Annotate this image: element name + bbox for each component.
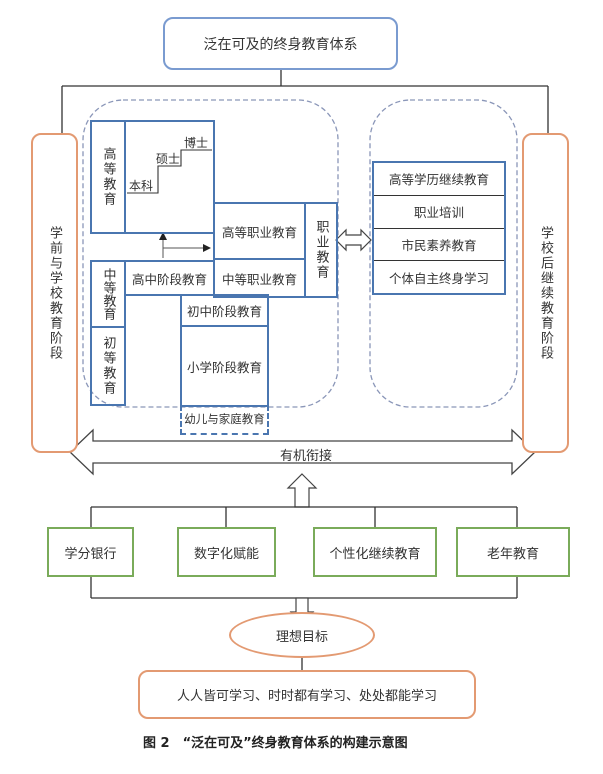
junior-high-cell: 初中阶段教育: [180, 294, 269, 327]
higher-vocational-cell: 高等职业教育: [213, 202, 306, 260]
goal-label: 理想目标: [275, 629, 328, 645]
connection-label: 有机衔接: [280, 449, 333, 464]
goal-text: 人人皆可学习、时时都有学习、处处都能学习: [176, 689, 437, 704]
degree-master: 硕士: [156, 152, 181, 166]
primary-school-cell: 小学阶段教育: [180, 325, 269, 407]
degree-doctor: 博士: [184, 136, 209, 150]
up-arrow-icon: [286, 473, 318, 508]
support-credit-bank: 学分银行: [47, 527, 134, 577]
system-title: 泛在可及的终身教育体系: [203, 36, 358, 53]
goal-ellipse: 理想目标: [229, 612, 375, 658]
side-box-left: 学前与学校教育阶段: [31, 133, 78, 453]
support-digital: 数字化赋能: [177, 527, 276, 577]
support-personalized: 个性化继续教育: [313, 527, 437, 577]
continuing-item: 高等学历继续教育: [374, 163, 504, 196]
support-elderly: 老年教育: [456, 527, 570, 577]
continuing-item: 职业培训: [374, 196, 504, 229]
preschool-cell: 幼儿与家庭教育: [180, 405, 269, 435]
secondary-vocational-label: 中等职业教育: [221, 271, 297, 287]
high-school-cell: 高中阶段教育: [124, 260, 215, 296]
higher-vocational-label: 高等职业教育: [221, 224, 297, 240]
primary-school-label: 小学阶段教育: [186, 359, 262, 375]
primary-education-label: 初等教育: [100, 336, 116, 396]
preschool-label: 幼儿与家庭教育: [184, 412, 265, 426]
system-title-box: 泛在可及的终身教育体系: [163, 17, 398, 70]
degree-bachelor: 本科: [129, 179, 154, 193]
secondary-vocational-cell: 中等职业教育: [213, 258, 306, 298]
post-school-region-dashed: [369, 99, 518, 408]
continuing-education-list: 高等学历继续教育 职业培训 市民素养教育 个体自主终身学习: [372, 161, 506, 295]
side-label-right: 学校后继续教育阶段: [538, 225, 553, 361]
figure-caption: 图 2 “泛在可及”终身教育体系的构建示意图: [143, 736, 408, 751]
secondary-education-cell: 中等教育: [90, 260, 126, 328]
vocational-education-label: 职业教育: [313, 220, 329, 280]
vocational-education-cell: 职业教育: [304, 202, 338, 298]
high-school-label: 高中阶段教育: [131, 271, 207, 287]
bidirectional-arrow-icon: [335, 228, 372, 252]
higher-education-label: 高等教育: [100, 147, 116, 207]
side-box-right: 学校后继续教育阶段: [522, 133, 569, 453]
secondary-education-label: 中等教育: [100, 268, 116, 320]
higher-education-label-cell: 高等教育: [90, 120, 126, 234]
goal-text-box: 人人皆可学习、时时都有学习、处处都能学习: [138, 670, 476, 719]
side-label-left: 学前与学校教育阶段: [47, 225, 62, 361]
continuing-item: 个体自主终身学习: [388, 270, 489, 286]
junior-high-label: 初中阶段教育: [186, 304, 262, 319]
primary-education-cell: 初等教育: [90, 326, 126, 406]
continuing-item: 市民素养教育: [374, 229, 504, 262]
